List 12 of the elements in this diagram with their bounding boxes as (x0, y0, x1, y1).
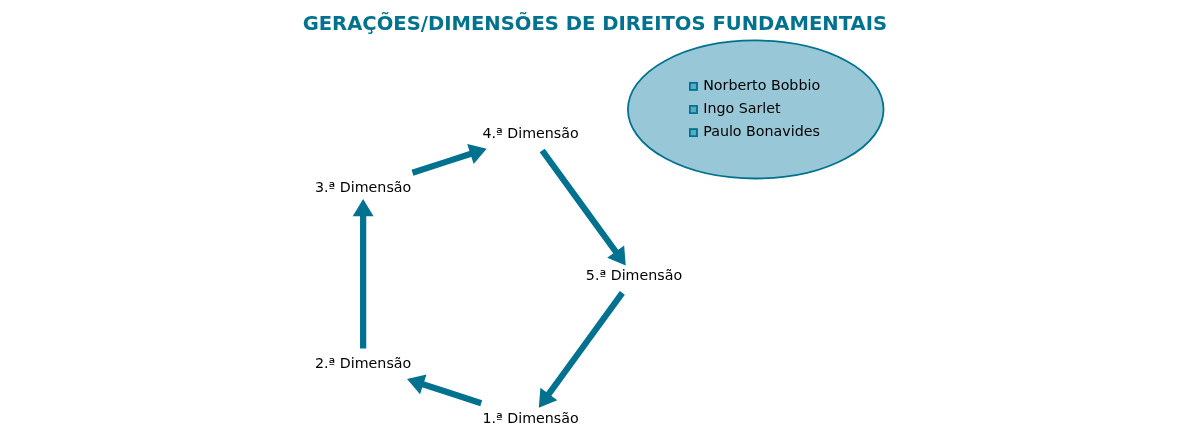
arrow (538, 291, 625, 408)
arrow (352, 199, 374, 349)
node-text: 3.ª Dimensão (314, 179, 411, 196)
arrow (406, 374, 482, 407)
arrow (411, 144, 487, 176)
node-text: 1.ª Dimensão (481, 409, 579, 426)
node-text: 2.ª Dimensão (314, 355, 411, 372)
node-text: 5.ª Dimensão (585, 267, 682, 284)
node-ellipse: Norberto Bobbio Ingo Sarlet Paulo Bonavides (626, 39, 884, 180)
node-text: 4.ª Dimensão (481, 124, 579, 141)
arrow (539, 148, 626, 266)
diagram-title: GERAÇÕES/DIMENSÕES DE DIREITOS FUNDAMENTAIS (302, 12, 887, 36)
